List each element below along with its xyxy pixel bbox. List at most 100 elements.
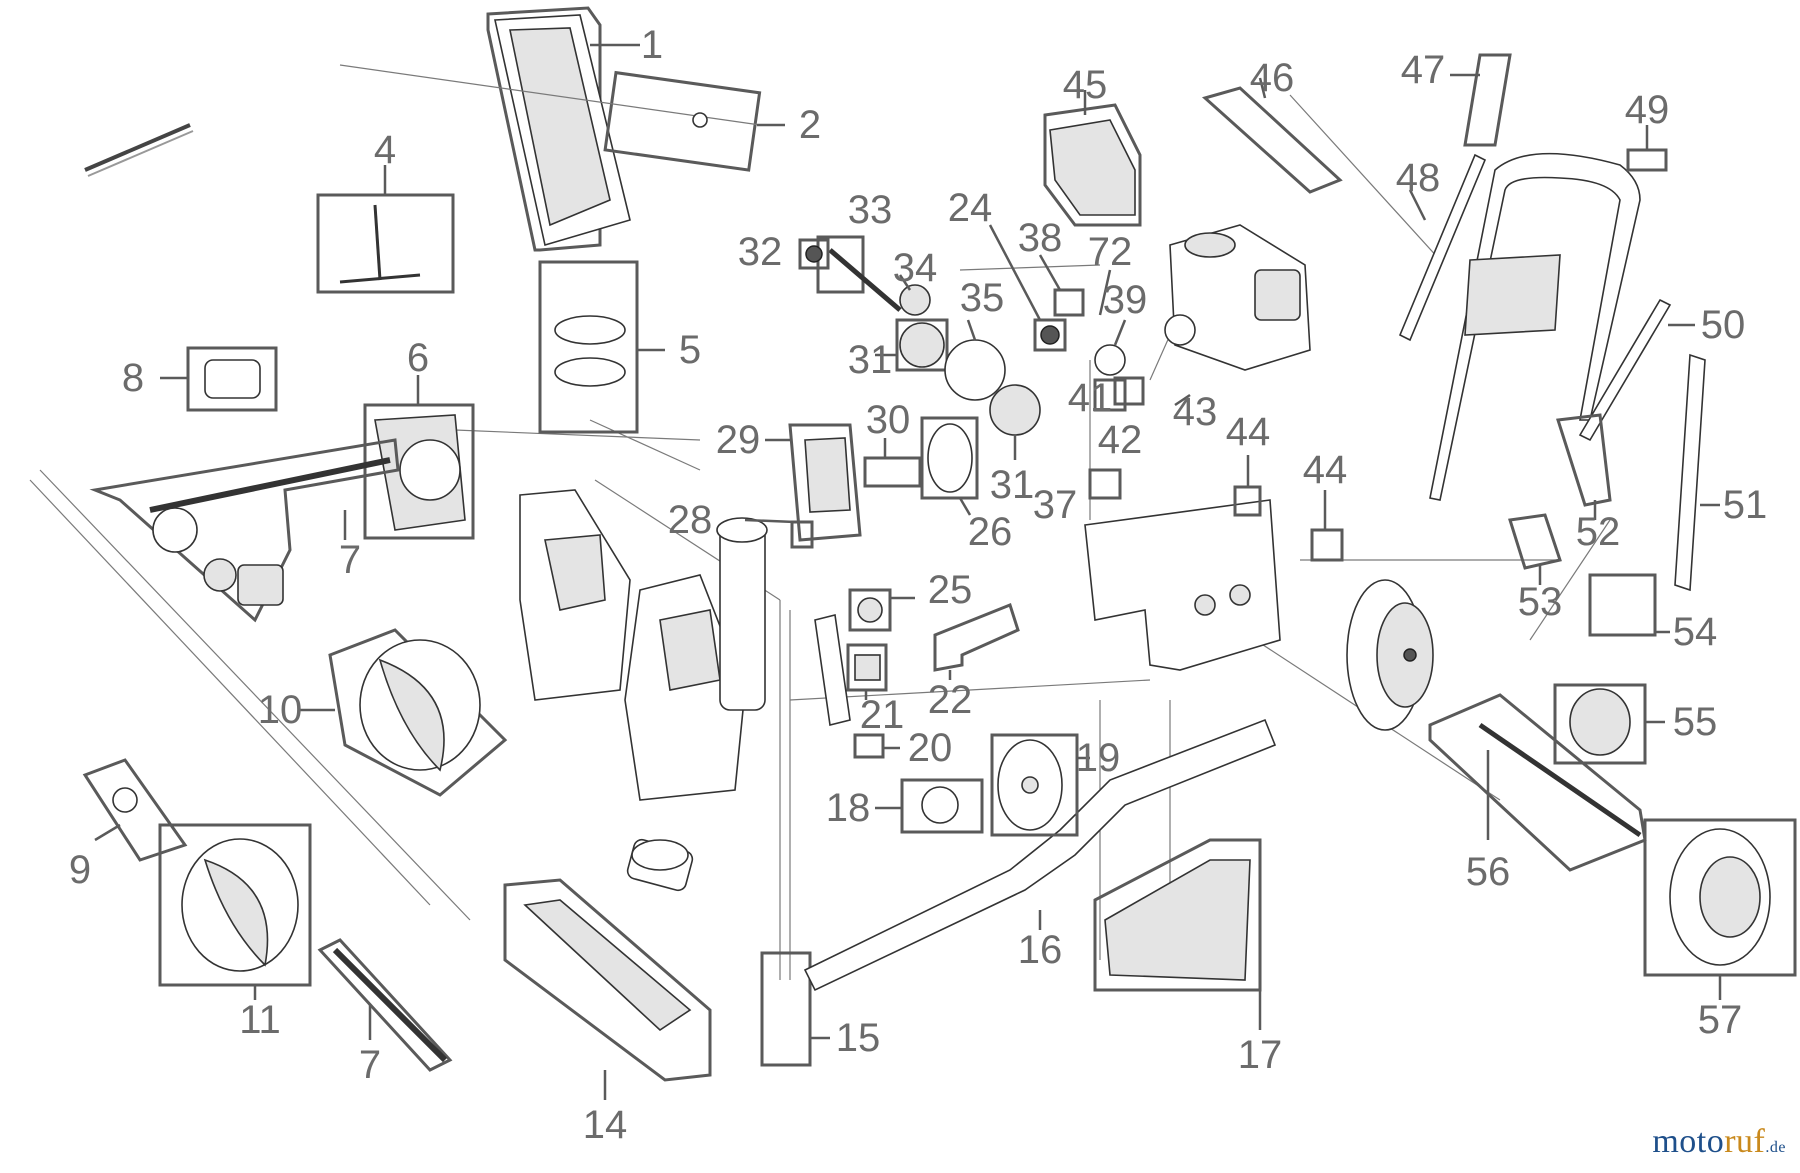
label-72: 72 (1087, 230, 1133, 274)
label-54: 54 (1672, 610, 1718, 654)
motoruf-logo: motoruf.de (1652, 1123, 1786, 1161)
part-41-bushing (1093, 378, 1127, 412)
label-56: 56 (1465, 850, 1511, 894)
label-11: 11 (239, 998, 281, 1042)
part-44b-bearing (1310, 490, 1344, 562)
label-51: 51 (1722, 483, 1768, 527)
label-18: 18 (825, 786, 871, 830)
part-54-clip (1588, 573, 1670, 637)
logo-moto: moto (1652, 1123, 1725, 1160)
part-16-frame-rail (803, 718, 1277, 992)
part-28-pin (744, 518, 814, 549)
part-5-chute-brackets (538, 260, 665, 434)
engine (1164, 224, 1311, 371)
label-16: 16 (1017, 928, 1063, 972)
part-2-deflector-crank (339, 64, 785, 172)
part-35-ring (944, 319, 1006, 401)
label-25: 25 (927, 568, 973, 612)
part-14-shave-plate (503, 878, 712, 1100)
part-39-pulley (1094, 319, 1127, 376)
label-1: 1 (640, 23, 664, 67)
part-37-bearing (1088, 468, 1122, 500)
part-49-grip (1626, 125, 1668, 172)
part-20-bolt (853, 733, 900, 759)
logo-de: .de (1765, 1139, 1786, 1156)
part-17-belt-cover (1093, 838, 1262, 1030)
part-29-bearing-plate (765, 423, 862, 542)
part-31-gear (875, 318, 949, 372)
part-19-drive-pulley (990, 733, 1090, 837)
tie-rod (84, 123, 194, 177)
part-38-bracket (1038, 254, 1085, 317)
label-31b: 31 (989, 463, 1035, 507)
part-33-shaft (816, 235, 902, 312)
label-6: 6 (406, 336, 430, 380)
label-52: 52 (1575, 510, 1621, 554)
part-44-bearing (1233, 455, 1262, 517)
label-50: 50 (1700, 303, 1746, 347)
label-55: 55 (1672, 700, 1718, 744)
bracket-plate (814, 614, 851, 726)
part-52-bracket (1556, 413, 1612, 520)
part-51-rod (1674, 353, 1720, 592)
part-11-auger-half-right (158, 823, 312, 1000)
part-22-bracket (933, 603, 1020, 680)
chassis-housing (1084, 499, 1281, 671)
label-57: 57 (1697, 998, 1743, 1042)
label-10: 10 (257, 688, 303, 732)
label-8: 8 (121, 356, 145, 400)
label-21: 21 (859, 693, 905, 737)
part-24-bearing (988, 224, 1067, 352)
label-20: 20 (907, 726, 953, 770)
part-55-pulley (1553, 683, 1665, 765)
part-45-dash-cover (1043, 90, 1142, 227)
part-42-key (1113, 376, 1145, 406)
part-46-control-bar (1201, 77, 1343, 194)
part-18-pulley-hub (875, 778, 984, 834)
label-38: 38 (1017, 216, 1063, 260)
label-48: 48 (1395, 156, 1441, 200)
label-5: 5 (678, 328, 702, 372)
label-14: 14 (582, 1103, 628, 1147)
part-8-bracket (160, 346, 278, 412)
label-41: 41 (1067, 376, 1113, 420)
label-9: 9 (68, 848, 92, 892)
label-17: 17 (1237, 1033, 1283, 1077)
part-10-auger-half-left (300, 628, 508, 797)
part-47-upper-handle (1450, 53, 1512, 147)
label-47: 47 (1400, 48, 1446, 92)
part-15-shear-pins (760, 951, 830, 1067)
label-15: 15 (835, 1016, 881, 1060)
chute-base-ring (631, 839, 689, 871)
label-44b: 44 (1302, 448, 1348, 492)
part-7-auger-shaft (89, 438, 400, 623)
part-43-engine-base (1174, 393, 1191, 407)
label-33: 33 (847, 188, 893, 232)
logo-ruf: ruf (1724, 1123, 1766, 1160)
handle-frame (1429, 152, 1641, 501)
part-48-handle-bar (1398, 153, 1487, 342)
label-43: 43 (1172, 390, 1218, 434)
part-53-bracket (1508, 513, 1562, 585)
label-2: 2 (798, 103, 822, 147)
label-53: 53 (1517, 580, 1563, 624)
part-7b-scraper-bar (317, 938, 453, 1072)
label-45: 45 (1062, 63, 1108, 107)
label-32: 32 (737, 230, 783, 274)
auger-housing (519, 489, 768, 801)
label-24: 24 (947, 186, 993, 230)
label-22: 22 (927, 678, 973, 722)
label-4: 4 (373, 128, 397, 172)
label-29: 29 (715, 418, 761, 462)
part-31b-gear (989, 384, 1041, 460)
part-25-bearing (848, 588, 915, 632)
part-34-gear (898, 274, 931, 316)
part-57-wheel-right (1643, 818, 1797, 1000)
part-21-idler-arm (846, 643, 888, 700)
label-42: 42 (1097, 418, 1143, 462)
label-7b: 7 (358, 1043, 382, 1087)
part-6-gearbox-cover (363, 375, 475, 540)
label-26: 26 (967, 510, 1013, 554)
label-30: 30 (865, 398, 911, 442)
